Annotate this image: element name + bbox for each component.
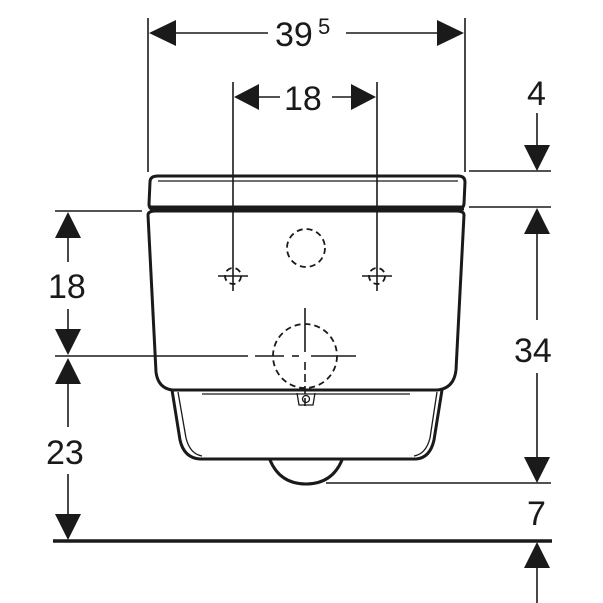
arrow-down-icon	[524, 457, 550, 483]
bowl-inner-left	[177, 391, 203, 457]
arrow-down-icon	[524, 145, 550, 171]
lid-offset-label: 4	[527, 75, 546, 113]
toilet-body	[146, 174, 467, 486]
trap-bulge	[268, 459, 344, 486]
arrow-down-icon	[55, 329, 81, 355]
bottom-clearance-label: 7	[527, 495, 546, 533]
overall-width-superscript: 5	[318, 14, 330, 39]
arrow-up-icon	[524, 542, 550, 568]
bowl-inner-right	[413, 391, 438, 457]
outlet-above-label: 18	[48, 268, 86, 306]
arrow-up-icon	[55, 358, 81, 384]
overall-width-dimension: 39 5	[147, 14, 466, 172]
body-height-label: 34	[514, 332, 552, 370]
arrow-right-icon	[437, 20, 464, 46]
hidden-features	[55, 228, 356, 408]
arrow-right-icon	[351, 84, 376, 110]
mounting-hole-left	[218, 262, 248, 291]
arrow-down-icon	[55, 514, 81, 540]
mounting-hole-right	[362, 262, 392, 291]
water-inlet-hidden-circle	[286, 228, 326, 268]
ceramic-body	[146, 209, 466, 392]
arrow-left-icon	[234, 84, 259, 110]
arrow-left-icon	[149, 20, 176, 46]
valve-circle-icon	[301, 394, 311, 404]
mounting-spacing-label: 18	[284, 80, 322, 118]
valve-bracket	[296, 392, 316, 406]
right-vertical-dimensions: 4 34 7	[326, 75, 552, 603]
arrow-up-icon	[524, 208, 550, 234]
outlet-center-height-label: 23	[46, 434, 84, 472]
mounting-hole-spacing-dimension: 18	[232, 80, 378, 262]
arrow-up-icon	[55, 212, 81, 238]
overall-width-label: 39	[275, 16, 313, 54]
bowl-lower	[170, 389, 444, 461]
left-vertical-dimensions: 18 23	[46, 210, 142, 540]
